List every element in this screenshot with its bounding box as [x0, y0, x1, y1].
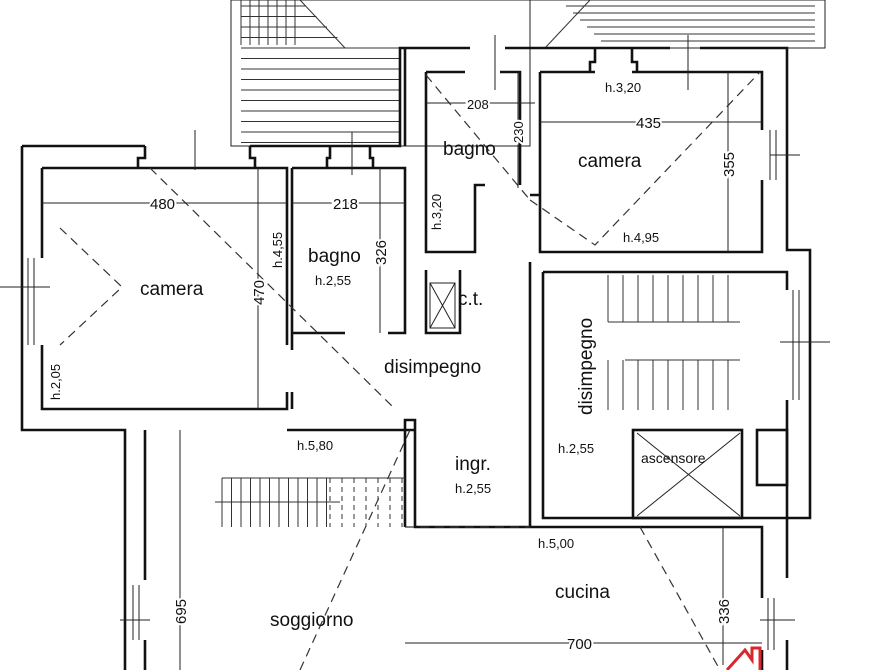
room-label-ingresso: ingr.	[455, 454, 491, 475]
dim-bagno-top-width: 208	[467, 97, 489, 112]
watermark-logo	[725, 646, 762, 670]
room-label-bagno-top: bagno	[443, 139, 496, 160]
shaft	[755, 428, 789, 487]
height-soggiorno: h.5,80	[297, 438, 333, 453]
terrace-hatching	[240, 0, 815, 143]
room-label-camera-left: camera	[140, 279, 204, 300]
height-bagno-top: h.3,20	[429, 194, 444, 230]
dim-camera-right-depth: 355	[721, 152, 738, 177]
height-ingresso: h.2,55	[455, 481, 491, 496]
room-label-ascensore: ascensore	[641, 450, 706, 466]
dim-bagno-left-depth: 326	[373, 240, 390, 265]
height-bagno-left: h.2,55	[315, 273, 351, 288]
height-camera-right-bottom: h.4,95	[623, 230, 659, 245]
dim-cucina-width: 700	[567, 636, 592, 653]
roof-ridge	[544, 0, 591, 49]
walls	[0, 0, 830, 670]
height2-camera-left: h.4,55	[270, 232, 285, 268]
height-camera-left: h.2,05	[48, 364, 63, 400]
terrace-right	[529, 0, 826, 49]
dim-camera-right-width: 435	[636, 115, 661, 132]
dim-bagno-left-width: 218	[333, 196, 358, 213]
dim-camera-left-width: 480	[150, 196, 175, 213]
labels: camera bagno h.2,55 bagno camera h.3,20 …	[48, 80, 740, 655]
stairs	[215, 275, 740, 527]
dim-bagno-top-depth: 230	[511, 121, 526, 143]
dim-soggiorno-depth: 695	[173, 599, 190, 624]
elevator-shaft	[631, 428, 744, 520]
terrace-left	[230, 0, 531, 147]
room-label-disimpegno-stair: disimpegno	[576, 318, 597, 415]
room-label-ct: c.t.	[458, 289, 483, 310]
height-cucina: h.5,00	[538, 536, 574, 551]
room-label-cucina: cucina	[555, 582, 610, 603]
ct-box	[429, 282, 456, 329]
roof-ridge	[299, 0, 346, 49]
dim-cucina-depth: 336	[716, 599, 733, 624]
height-camera-right-top: h.3,20	[605, 80, 641, 95]
room-label-camera-right: camera	[578, 151, 642, 172]
height-disimpegno-stair: h.2,55	[558, 441, 594, 456]
room-label-disimpegno: disimpegno	[384, 357, 481, 378]
dim-camera-left-depth: 470	[251, 280, 268, 305]
room-label-soggiorno: soggiorno	[270, 610, 353, 631]
room-label-bagno-left: bagno	[308, 246, 361, 267]
